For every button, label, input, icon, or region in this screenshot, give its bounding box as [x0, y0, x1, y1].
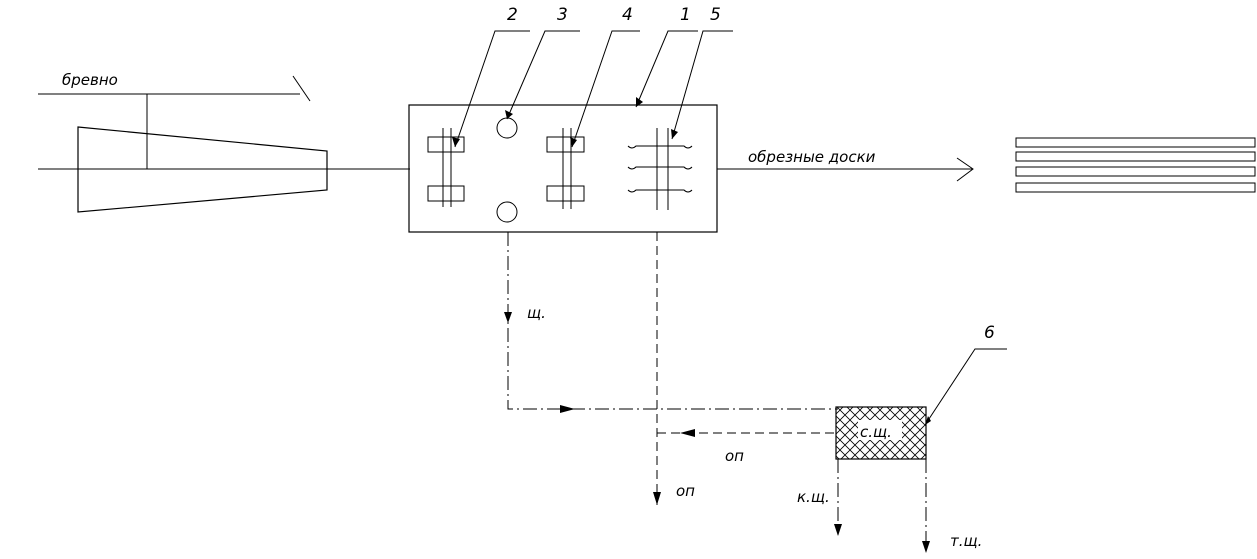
- sorted-chips-label: с.щ.: [860, 423, 892, 441]
- fine-chips-flow: [922, 459, 930, 553]
- callout-2: 2: [507, 5, 518, 25]
- sorter-label-bg: [858, 420, 902, 440]
- slabs-down-flow: [653, 232, 661, 505]
- edged-boards-output-arrow: [717, 157, 974, 182]
- roller-bottom-3: [496, 201, 518, 223]
- callout-leaders: [454, 30, 1007, 426]
- callout-5: 5: [710, 5, 721, 25]
- callout-3: 3: [557, 5, 568, 25]
- log-label: бревно: [62, 71, 118, 89]
- fine-chips-label: т.щ.: [950, 532, 982, 550]
- large-chips-flow: [834, 459, 842, 536]
- chips-label: щ.: [527, 304, 546, 322]
- callout-4: 4: [622, 5, 633, 25]
- slabs-return-flow: [657, 429, 836, 437]
- chips-flow: [504, 232, 838, 413]
- slabs-label-bottom: оп: [676, 482, 695, 500]
- roller-top-3: [496, 117, 518, 139]
- large-chips-label: к.щ.: [797, 488, 830, 506]
- callout-1: 1: [680, 5, 691, 25]
- boards-stack: [1015, 137, 1256, 193]
- callout-6: 6: [984, 323, 995, 343]
- log-symbol: [38, 94, 410, 213]
- saw-unit-4: [546, 128, 585, 209]
- edged-boards-label: обрезные доски: [748, 148, 876, 166]
- saw-unit-2: [427, 128, 465, 207]
- slabs-label-top: оп: [725, 447, 744, 465]
- log-input-arrow: [38, 75, 311, 102]
- edger-unit-5: [627, 128, 693, 210]
